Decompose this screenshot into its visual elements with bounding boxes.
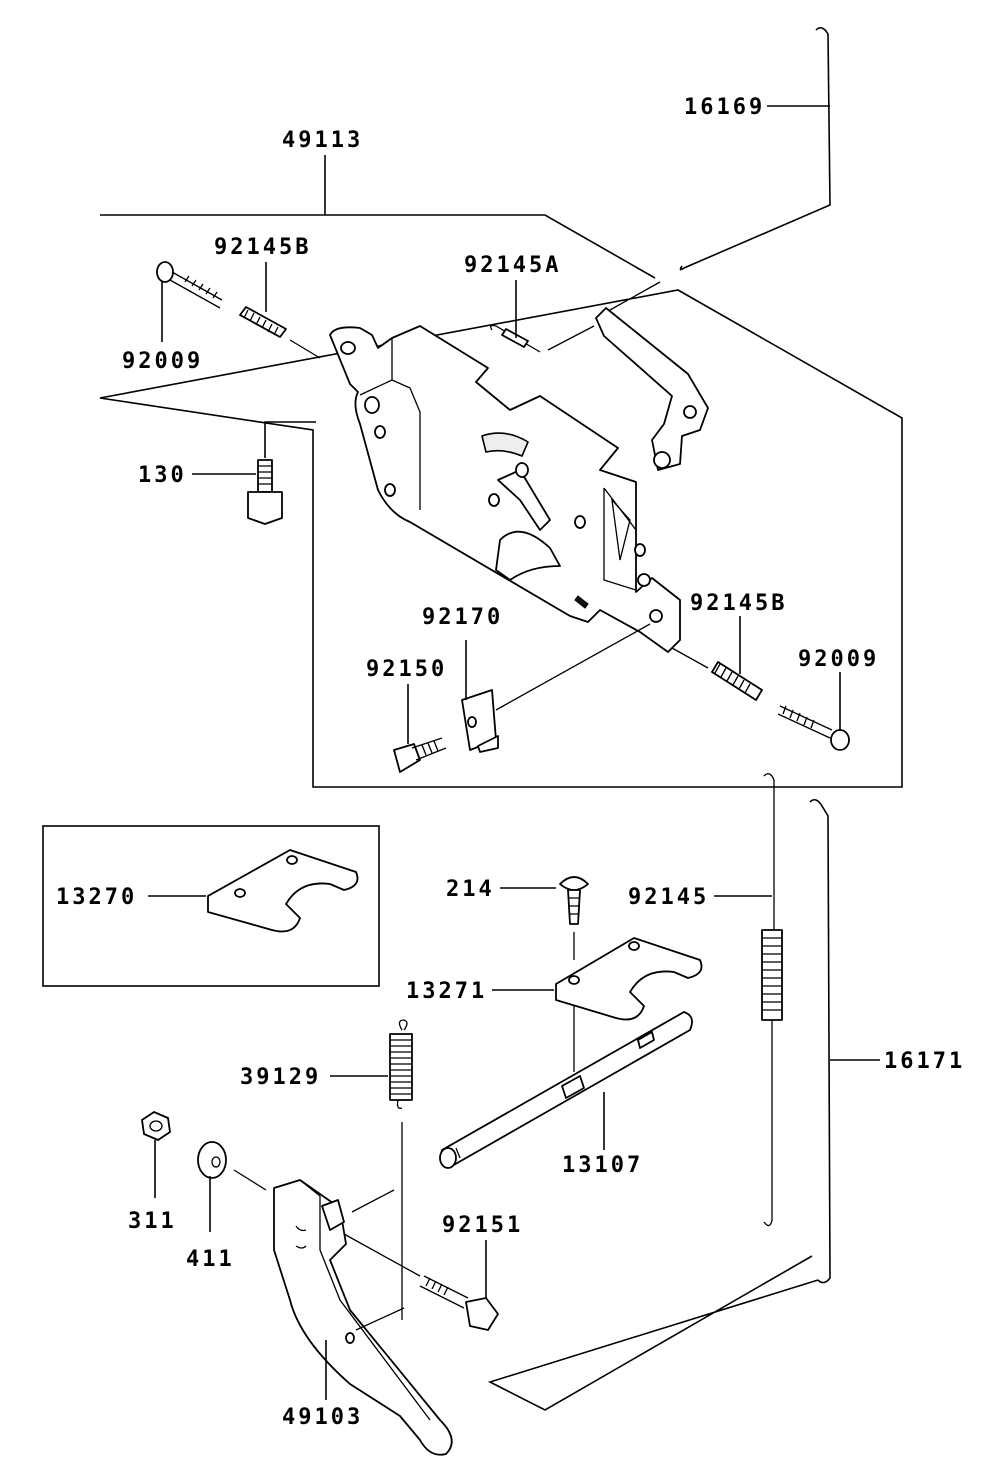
main-bracket-plate [329,325,681,653]
label-92170: 92170 [422,605,503,630]
nut-311 [141,1111,171,1141]
label-92009-top: 92009 [122,349,203,374]
label-92009-right: 92009 [798,647,879,672]
axis-line-lever-spring [355,1307,405,1331]
label-311: 311 [128,1209,177,1234]
axis-line-right [671,647,709,669]
label-16169: 16169 [684,95,765,120]
assembly-outline-49113 [99,214,903,788]
bolt-92009-top [156,261,223,309]
plate-13271 [555,937,703,1021]
plate-13270 [207,849,359,933]
clip-92170 [461,689,499,753]
label-92145B-top: 92145B [214,235,311,260]
bolt-92009-right [777,705,850,751]
label-92151: 92151 [442,1213,523,1238]
leader-130-vertical [264,421,316,458]
label-13107: 13107 [562,1153,643,1178]
axis-line-92170 [495,623,651,711]
upper-lever [595,307,709,471]
axis-line-lever [609,281,661,311]
label-92145: 92145 [628,885,709,910]
axis-line-top-left [289,339,321,359]
axis-line-92151 [343,1233,421,1277]
axis-line-92145A [547,325,595,351]
label-39129: 39129 [240,1065,321,1090]
axis-line-shaft-lever [351,1189,395,1213]
spring-39129 [389,1019,413,1109]
bolt-130 [247,459,283,525]
label-49113: 49113 [282,128,363,153]
bolt-92150 [393,737,447,773]
spring-92145A [490,324,541,353]
label-92150: 92150 [366,657,447,682]
axis-line-411 [233,1169,267,1191]
label-16171: 16171 [884,1049,965,1074]
label-130: 130 [138,463,187,488]
shaft-13107 [439,1011,693,1169]
inset-box-13270 [42,825,380,987]
label-49103: 49103 [282,1405,363,1430]
spring-92145 [761,773,783,1227]
rod-16169 [679,26,831,271]
washer-411 [197,1141,227,1179]
bolt-92151 [419,1275,499,1331]
rod-16171 [487,798,831,1411]
label-411: 411 [186,1247,235,1272]
screw-214 [559,876,589,925]
label-13271: 13271 [406,979,487,1004]
label-92145B-right: 92145B [690,591,787,616]
lever-49103 [273,1179,453,1456]
spring-92145B-top [239,306,287,338]
label-214: 214 [446,877,495,902]
label-13270: 13270 [56,885,137,910]
spring-92145B-right [711,661,763,701]
label-92145A: 92145A [464,253,561,278]
